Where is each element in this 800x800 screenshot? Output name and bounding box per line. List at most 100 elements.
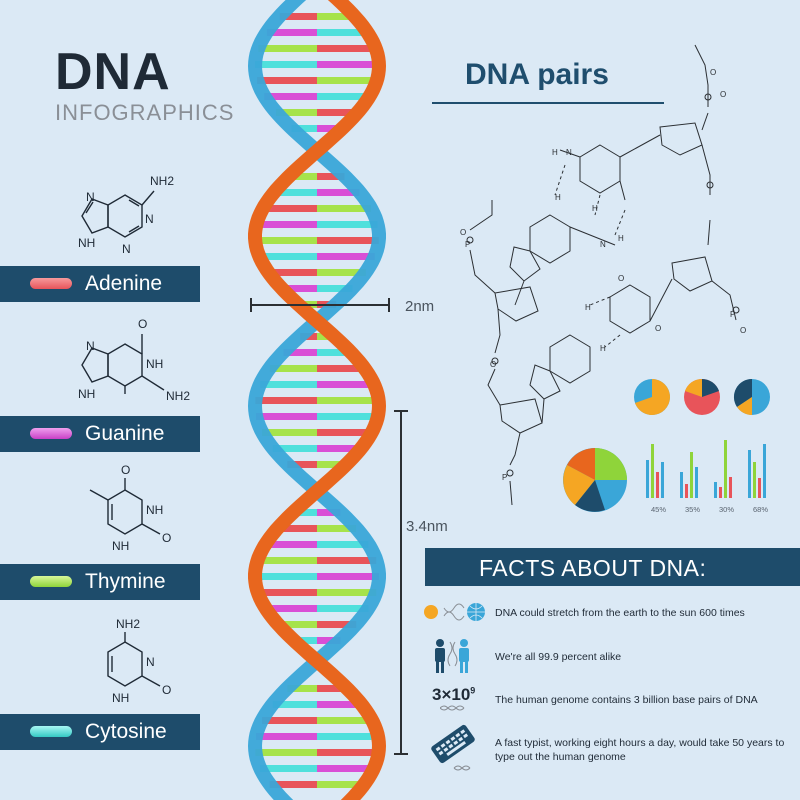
base-cytosine: Cytosine — [0, 714, 200, 750]
base-pair-rung-left — [265, 605, 317, 612]
base-pair-rung-right — [317, 13, 355, 20]
thymine-label: Thymine — [85, 570, 166, 593]
guanine-nh1-label: NH — [146, 357, 163, 371]
base-pair-rung-right — [317, 61, 379, 68]
base-pair-rung-left — [260, 381, 317, 388]
base-thymine: Thymine — [0, 564, 200, 600]
bar-chart-group — [646, 440, 766, 498]
number-badge-base: 3×10 — [432, 685, 471, 704]
guanine-o-label: O — [138, 317, 147, 331]
svg-text:H: H — [618, 234, 624, 243]
dna-pairs-underline — [432, 102, 664, 104]
base-pair-rung-right — [317, 509, 341, 516]
base-pair-rung-right — [317, 749, 379, 756]
base-pair-rung-left — [261, 429, 317, 436]
adenine-structure-icon: NH2 N N N NH — [78, 174, 174, 256]
people-icon — [435, 639, 469, 673]
thymine-nh1-label: NH — [146, 503, 163, 517]
base-pair-rung-right — [317, 269, 366, 276]
percent-label-2: 35% — [685, 505, 701, 514]
svg-text:H: H — [600, 344, 606, 353]
base-pair-rung-right — [317, 173, 345, 180]
svg-text:O: O — [655, 324, 661, 333]
dna-pairs-title: DNA pairs — [465, 58, 609, 91]
base-pair-rung-right — [317, 557, 377, 564]
width-dimension-tick-left — [250, 298, 252, 312]
large-pie-chart — [563, 448, 627, 512]
svg-text:H: H — [585, 303, 591, 312]
guanine-label: Guanine — [85, 422, 165, 445]
base-pair-rung-right — [317, 125, 343, 132]
svg-text:H: H — [555, 193, 561, 202]
base-pair-rung-left — [281, 285, 317, 292]
base-pair-rung-right — [317, 189, 360, 196]
base-pair-rung-right — [317, 253, 375, 260]
base-pair-rung-right — [317, 701, 362, 708]
base-pair-rung-right — [317, 445, 362, 452]
base-pair-rung-left — [277, 525, 317, 532]
base-pair-rung-right — [317, 765, 374, 772]
base-pair-rung-left — [279, 13, 317, 20]
keyboard-icon — [431, 724, 475, 771]
base-pair-rung-right — [317, 205, 371, 212]
svg-text:P: P — [502, 473, 507, 482]
base-pair-rung-right — [317, 29, 368, 36]
base-pair-rung-right — [317, 461, 347, 468]
percent-label-3: 30% — [719, 505, 735, 514]
adenine-label: Adenine — [85, 272, 163, 295]
pitch-dimension-label: 3.4nm — [406, 518, 448, 535]
cytosine-color-pill — [30, 726, 72, 737]
base-pair-rung-left — [263, 205, 317, 212]
cytosine-n-label: N — [146, 655, 155, 669]
pie-chart-3 — [733, 378, 770, 416]
base-pair-rung-left — [287, 461, 317, 468]
svg-text:O: O — [740, 326, 746, 335]
base-pair-rung-left — [256, 733, 317, 740]
base-pair-rung-left — [287, 685, 317, 692]
percent-label-1: 45% — [651, 505, 667, 514]
fact-2-text: We're all 99.9 percent alike — [495, 651, 622, 663]
base-pair-rung-right — [317, 365, 365, 372]
base-pair-rung-right — [317, 93, 370, 100]
width-dimension-label: 2nm — [405, 298, 435, 315]
infographic-subtitle: INFOGRAPHICS — [55, 100, 235, 125]
pie-chart-row — [634, 378, 770, 416]
pitch-dimension-tick-bottom — [394, 753, 408, 755]
cytosine-structure-icon: NH2 N NH O — [107, 617, 171, 705]
base-pair-rung-left — [255, 573, 317, 580]
fact-3-text: The human genome contains 3 billion base… — [495, 694, 758, 706]
svg-text:H: H — [592, 204, 598, 213]
adenine-n3-label: N — [122, 242, 131, 256]
base-pair-rung-right — [317, 541, 369, 548]
three-billion-badge: 3×109 — [432, 685, 475, 705]
earth-sun-icon — [424, 603, 485, 621]
base-pair-rung-right — [317, 717, 372, 724]
svg-text:P: P — [465, 240, 470, 249]
base-pair-rung-right — [317, 621, 357, 628]
base-pair-rung-left — [258, 45, 317, 52]
base-pair-rung-left — [276, 109, 317, 116]
base-pair-rung-left — [268, 269, 317, 276]
base-pair-rung-left — [269, 365, 317, 372]
base-pair-rung-right — [317, 685, 347, 692]
base-pair-rung-left — [293, 637, 317, 644]
width-dimension-line — [250, 304, 390, 306]
base-pair-rung-left — [264, 93, 317, 100]
base-adenine: Adenine — [0, 266, 200, 302]
base-pair-rung-right — [317, 285, 353, 292]
base-pair-rung-right — [317, 605, 369, 612]
pitch-dimension-tick-top — [394, 410, 408, 412]
base-pair-rung-right — [317, 733, 378, 740]
bar-group-4 — [748, 444, 766, 498]
base-pair-rung-right — [317, 109, 358, 116]
guanine-n-label: N — [86, 339, 95, 353]
base-pair-rung-left — [262, 717, 317, 724]
guanine-amine-label: NH2 — [166, 389, 190, 403]
base-pair-rung-left — [265, 541, 317, 548]
svg-text:O: O — [720, 90, 726, 99]
fact-4-text: A fast typist, working eight hours a day… — [495, 737, 785, 763]
base-pair-rung-left — [257, 77, 317, 84]
base-pair-rung-right — [317, 589, 377, 596]
adenine-color-pill — [30, 278, 72, 289]
svg-text:O: O — [710, 68, 716, 77]
